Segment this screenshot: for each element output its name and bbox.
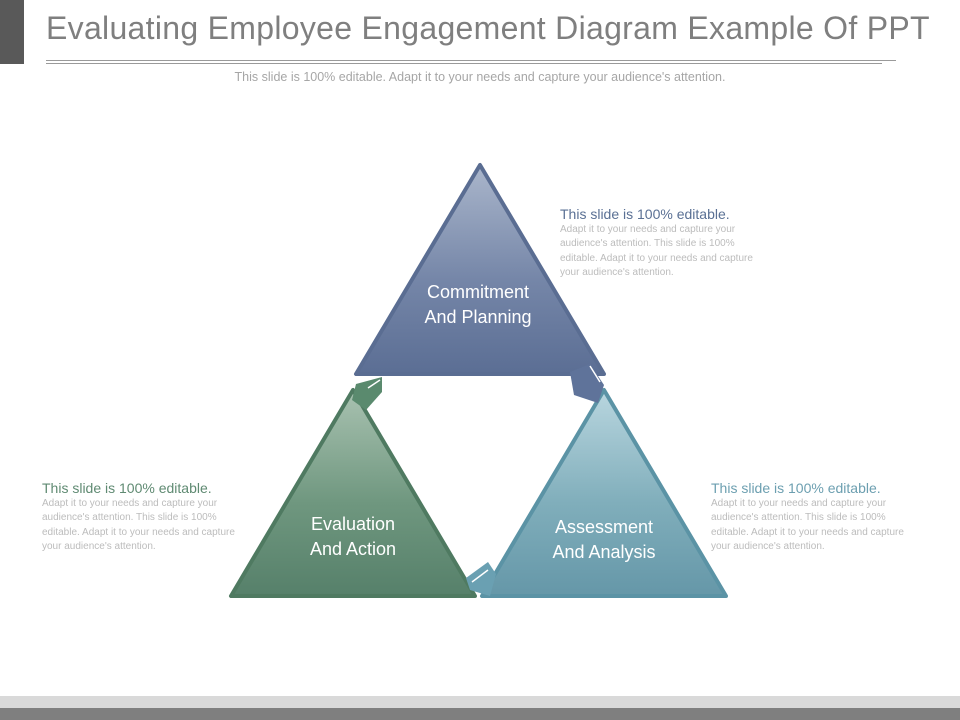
triangle-label-right: Assessment And Analysis (524, 515, 684, 565)
triangle-commitment-planning (354, 163, 606, 376)
triangle-label-left-line2: And Action (309, 539, 397, 559)
triangle-assessment-analysis (480, 388, 728, 598)
arrow-left-to-top (352, 377, 382, 410)
note-left: This slide is 100% editable. Adapt it to… (42, 480, 254, 554)
slide-title: Evaluating Employee Engagement Diagram E… (46, 10, 930, 46)
triangle-evaluation-action (229, 388, 477, 598)
triangle-label-right-line2: And Analysis (552, 542, 656, 562)
note-top-heading: This slide is 100% editable. (560, 206, 730, 222)
note-top: This slide is 100% editable. Adapt it to… (560, 206, 772, 280)
triangle-label-left-line1: Evaluation (310, 514, 396, 534)
title-underline-secondary (46, 63, 882, 64)
note-right-body: Adapt it to your needs and capture your … (711, 498, 904, 552)
triangle-label-right-line1: Assessment (554, 517, 654, 537)
triangle-label-top: Commitment And Planning (398, 280, 558, 330)
arrow-top-to-right (570, 364, 604, 403)
note-top-body: Adapt it to your needs and capture your … (560, 224, 753, 278)
triangle-label-top-line1: Commitment (426, 282, 529, 302)
note-left-heading: This slide is 100% editable. (42, 480, 212, 496)
arrow-right-to-left (466, 562, 496, 596)
triangle-label-left: Evaluation And Action (273, 512, 433, 562)
triangle-label-top-line2: And Planning (424, 307, 532, 327)
title-underline (46, 60, 896, 61)
note-left-body: Adapt it to your needs and capture your … (42, 498, 235, 552)
note-right-heading: This slide is 100% editable. (711, 480, 881, 496)
footer-band-light (0, 696, 960, 708)
corner-accent (0, 0, 24, 64)
slide-subtitle: This slide is 100% editable. Adapt it to… (234, 70, 726, 84)
footer-band-dark (0, 708, 960, 720)
note-right: This slide is 100% editable. Adapt it to… (711, 480, 923, 554)
